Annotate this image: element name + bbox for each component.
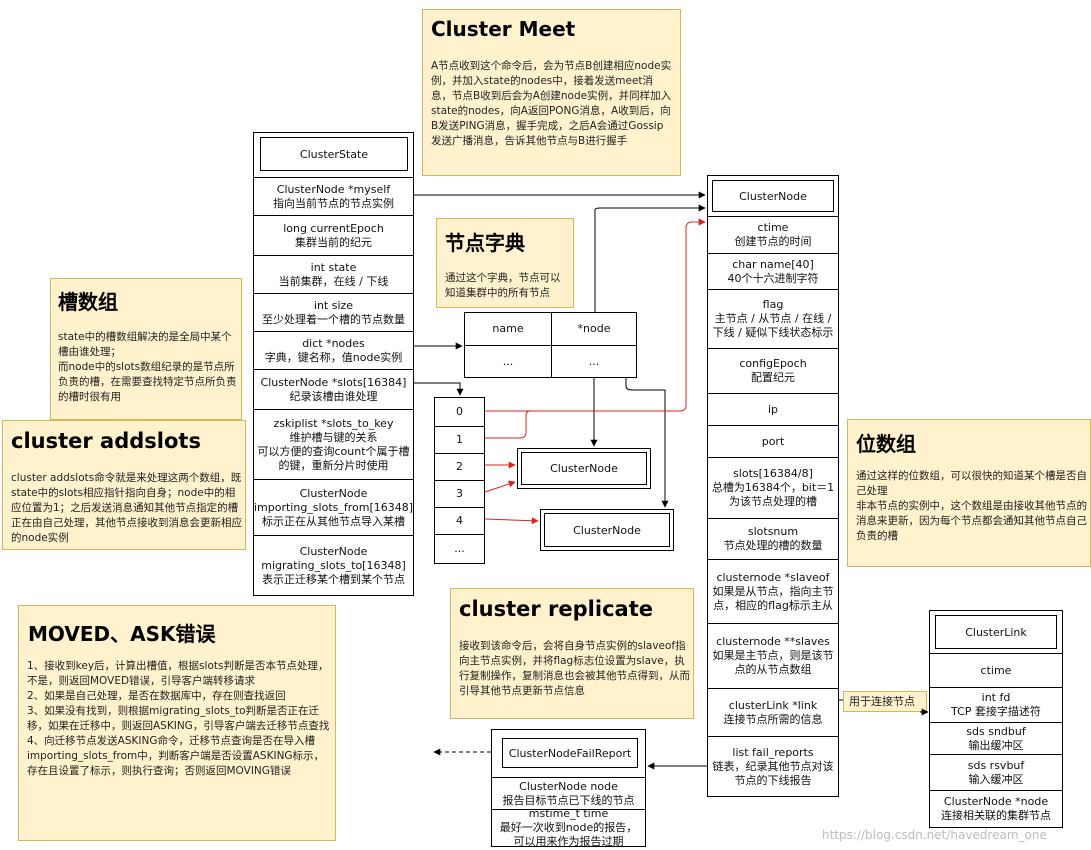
cl-field-sndbuf: sds sndbuf 输出缓冲区 [930, 722, 1062, 754]
nodes-dict-table: name *node ... ... [464, 312, 637, 378]
cs-field-migrating: ClusterNode migrating_slots_to[16348] 表示… [254, 535, 413, 595]
node-dict-note: 节点字典 通过这个字典，节点可以知道集群中的所有节点 [436, 218, 574, 308]
dict-node-arrow [594, 204, 706, 312]
cs-field-myself: ClusterNode *myself 指向当前节点的节点实例 [254, 177, 413, 215]
cs-field-size: int size 至少处理着一个槽的节点数量 [254, 293, 413, 331]
cluster-link-struct: ClusterLink ctime int fd TCP 套接字描述符 sds … [929, 610, 1063, 828]
cluster-state-struct: ClusterState ClusterNode *myself 指向当前节点的… [253, 132, 414, 596]
link-label-text: 用于连接节点 [849, 695, 915, 708]
moved-ask-body: 1、接收到key后，计算出槽值，根据slots判断是否本节点处理，不是，则返回M… [27, 660, 330, 777]
cs-field-importing: ClusterNode importing_slots_from[16348] … [254, 479, 413, 535]
cluster-meet-body: A节点收到这个命令后，会为节点B创建相应node实例，并加入state的node… [431, 60, 672, 147]
dict-row-node: ... [551, 345, 636, 377]
cn-field-slots: slots[16384/8] 总槽为16384个，bit＝1为该节点处理的槽 [708, 457, 838, 518]
slot0-red-arrow [485, 218, 706, 412]
bit-array-title: 位数组 [856, 432, 916, 456]
cs-field-current-epoch: long currentEpoch 集群当前的纪元 [254, 215, 413, 255]
fr-field-time: mstime_t time 最好一次收到node的报告，可以用来作为报告过期 [492, 807, 645, 848]
cn-field-slaves: clusternode **slaves 如果是主节点，则是该节点的从节点数组 [708, 623, 838, 688]
slot-array-body: state中的槽数组解决的是全局中某个槽由谁处理； 而node中的slots数组… [58, 331, 237, 403]
cl-field-fd: int fd TCP 套接字描述符 [930, 687, 1062, 722]
cluster-addslots-note: cluster addslots cluster addslots命令就是来处理… [2, 420, 246, 550]
slots-array: 0 1 2 3 4 ... [434, 397, 485, 564]
cluster-addslots-title: cluster addslots [11, 429, 201, 453]
moved-ask-title: MOVED、ASK错误 [28, 622, 216, 646]
cl-field-rsvbuf: sds rsvbuf 输入缓冲区 [930, 754, 1062, 790]
cn-field-name: char name[40] 40个十六进制字符 [708, 253, 838, 289]
slot-array-title: 槽数组 [58, 290, 118, 314]
cn-field-slaveof: clusternode *slaveof 如果是从节点，指向主节点，相应的fla… [708, 559, 838, 623]
dict-row-name: ... [465, 345, 551, 377]
fr-field-node: ClusterNode node 报告目标节点已下线的节点 [492, 777, 645, 809]
cs-field-slots-to-key: zskiplist *slots_to_key 维护槽与键的关系 可以方便的查询… [254, 409, 413, 479]
cluster-replicate-body: 接收到该命令后，会将自身节点实例的slaveof指向主节点实例，并将flag标志… [459, 640, 690, 697]
cluster-node-box-1: ClusterNode [517, 448, 651, 489]
cluster-replicate-note: cluster replicate 接收到该命令后，会将自身节点实例的slave… [450, 588, 694, 719]
cluster-state-header: ClusterState [260, 137, 408, 171]
slot-cell: 4 [435, 507, 484, 534]
slot4-red-arrow [484, 517, 539, 525]
fail-report-header: ClusterNodeFailReport [502, 738, 638, 768]
link-label: 用于连接节点 [843, 691, 927, 712]
slot-cell: 0 [456, 405, 463, 418]
cn-field-slotsnum: slotsnum 节点处理的槽的数量 [708, 518, 838, 559]
node-dict-body: 通过这个字典，节点可以知道集群中的所有节点 [445, 272, 561, 299]
slot-cell: 3 [435, 480, 484, 507]
slot1-red-arrow [485, 410, 531, 439]
slot-array-note: 槽数组 state中的槽数组解决的是全局中某个槽由谁处理； 而node中的slo… [50, 278, 242, 420]
cluster-node-header: ClusterNode [712, 180, 834, 212]
cluster-node-box-1-label: ClusterNode [521, 452, 647, 485]
bit-array-body: 通过这样的位数组，可以很快的知道某个槽是否自己处理 非本节点的实例中，这个数组是… [856, 470, 1087, 542]
cl-field-node: ClusterNode *node 连接相关联的集群节点 [930, 790, 1062, 827]
cn-field-config-epoch: configEpoch 配置纪元 [708, 348, 838, 393]
dict-header-name: name [492, 322, 524, 335]
fail-report-struct: ClusterNodeFailReport ClusterNode node 报… [491, 729, 646, 848]
cn-field-port: port [708, 425, 838, 457]
cn-field-fail-reports: list fail_reports 链表，纪录其他节点对该节点的下线报告 [708, 736, 838, 796]
cluster-meet-note: Cluster Meet A节点收到这个命令后，会为节点B创建相应node实例，… [422, 9, 681, 176]
cluster-meet-title: Cluster Meet [431, 17, 576, 41]
cn-field-flag: flag 主节点 / 从节点 / 在线 / 下线 / 疑似下线状态标示 [708, 289, 838, 348]
dict-row-arrow-2 [625, 378, 669, 508]
moved-ask-note: MOVED、ASK错误 1、接收到key后，计算出槽值，根据slots判断是否本… [18, 605, 336, 841]
bit-array-note: 位数组 通过这样的位数组，可以很快的知道某个槽是否自己处理 非本节点的实例中，这… [847, 419, 1091, 567]
cn-field-ip: ip [708, 393, 838, 425]
cluster-node-box-2: ClusterNode [540, 509, 674, 551]
cs-field-slots: ClusterNode *slots[16384] 纪录该槽由谁处理 [254, 369, 413, 409]
dict-header-node: *node [551, 313, 636, 345]
watermark: https://blog.csdn.net/havedream_one [822, 828, 1047, 842]
cl-field-ctime: ctime [930, 653, 1062, 687]
node-dict-title: 节点字典 [445, 231, 525, 255]
cluster-replicate-title: cluster replicate [459, 597, 653, 621]
cs-field-nodes: dict *nodes 字典，键名称，值node实例 [254, 331, 413, 369]
slot-cell: ... [435, 534, 484, 563]
cluster-addslots-body: cluster addslots命令就是来处理这两个数组，既state中的slo… [11, 472, 242, 544]
slot-cell: 1 [435, 426, 484, 453]
slot-cell: 2 [435, 453, 484, 480]
slots-arrow [414, 382, 464, 396]
cluster-node-box-2-label: ClusterNode [544, 513, 670, 547]
cn-field-ctime: ctime 创建节点的时间 [708, 216, 838, 253]
cs-field-state: int state 当前集群，在线 / 下线 [254, 255, 413, 293]
cn-field-link: clusterLink *link 连接节点所需的信息 [708, 688, 838, 736]
slot3-red-arrow [484, 480, 516, 493]
cluster-link-header: ClusterLink [935, 615, 1057, 649]
cluster-node-struct: ClusterNode ctime 创建节点的时间 char name[40] … [707, 175, 839, 797]
